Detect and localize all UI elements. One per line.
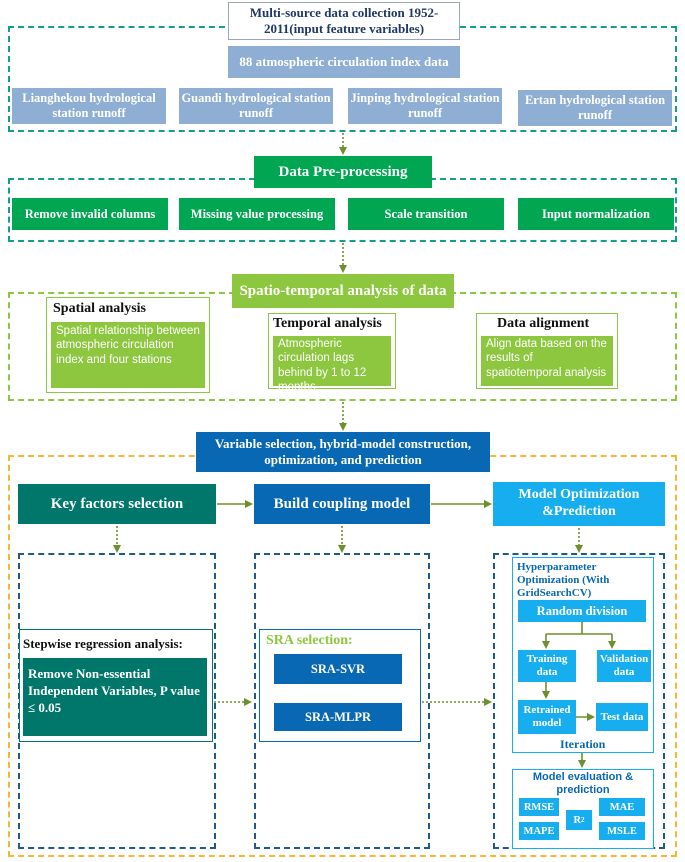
step-scale-transition: Scale transition [348, 198, 504, 230]
metric-rmse: RMSE [519, 798, 559, 816]
stepwise-regression-body: Remove Non-essential Independent Variabl… [23, 658, 207, 736]
spatial-analysis-panel: Spatial analysis Spatial relationship be… [46, 297, 210, 393]
preprocessing-header: Data Pre-processing [254, 156, 432, 188]
test-data-box: Test data [596, 703, 648, 731]
circulation-index-box: 88 atmospheric circulation index data [228, 46, 460, 78]
model-sra-mlpr: SRA-MLPR [274, 703, 402, 731]
data-alignment-title: Data alignment [497, 316, 590, 331]
step-input-normalization: Input normalization [518, 198, 674, 230]
model-sra-svr: SRA-SVR [274, 654, 402, 684]
station-lianghekou: Lianghekou hydrological station runoff [12, 88, 166, 124]
retrained-model-box: Retrained model [518, 700, 576, 734]
temporal-analysis-panel: Temporal analysis Atmospheric circulatio… [268, 313, 396, 393]
hyperparameter-title: Hyperparameter Optimization (With GridSe… [517, 561, 610, 600]
station-ertan: Ertan hydrological station runoff [518, 90, 672, 126]
metric-msle: MSLE [599, 822, 645, 840]
random-division-box: Random division [518, 600, 646, 622]
data-alignment-panel: Data alignment Align data based on the r… [476, 313, 618, 389]
spatial-analysis-title: Spatial analysis [53, 301, 146, 316]
temporal-analysis-title: Temporal analysis [273, 316, 382, 331]
coupling-frame [254, 553, 430, 849]
validation-data-box: Validation data [597, 650, 651, 682]
evaluation-title: Model evaluation & prediction [532, 771, 634, 797]
coupling-header: Build coupling model [254, 484, 430, 524]
metric-mape: MAPE [519, 822, 559, 840]
stepwise-regression-title: Stepwise regression analysis: [23, 636, 183, 651]
key-factors-header: Key factors selection [18, 484, 216, 524]
sra-selection-title: SRA selection: [266, 633, 353, 648]
sra-selection-panel: SRA selection: SRA-SVR SRA-MLPR [259, 629, 421, 742]
step-missing-value-processing: Missing value processing [179, 198, 335, 230]
input-header: Multi-source data collection 1952-2011(i… [228, 2, 460, 40]
spatiotemporal-header: Spatio-temporal analysis of data [232, 274, 454, 308]
station-guandi: Guandi hydrological station runoff [179, 88, 333, 124]
data-alignment-body: Align data based on the results of spati… [481, 336, 613, 386]
training-data-box: Training data [518, 650, 576, 682]
spatial-analysis-body: Spatial relationship between atmospheric… [51, 322, 205, 388]
metric-mae: MAE [599, 798, 645, 816]
iteration-label: Iteration [560, 737, 606, 751]
optimization-header: Model Optimization &Prediction [493, 482, 665, 526]
modeling-header: Variable selection, hybrid-model constru… [196, 432, 490, 472]
step-remove-invalid-columns: Remove invalid columns [12, 198, 168, 230]
temporal-analysis-body: Atmospheric circulation lags behind by 1… [273, 336, 391, 393]
stepwise-regression-panel: Stepwise regression analysis: Remove Non… [19, 629, 213, 742]
station-jinping: Jinping hydrological station runoff [348, 88, 502, 124]
